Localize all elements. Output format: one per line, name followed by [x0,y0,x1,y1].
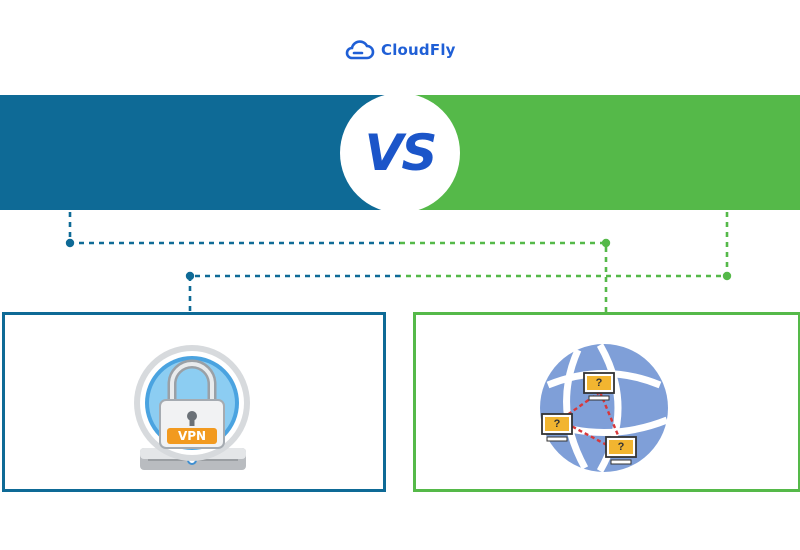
vpn-badge-text: VPN [177,429,207,443]
vpn-dot-bottom [185,271,195,281]
proxy-dot-bottom [722,271,732,281]
proxy-node-left [541,413,573,442]
vpn-title: VPN [125,30,235,84]
vpn-connector-green [400,241,608,312]
cloud-icon [345,40,375,60]
proxy-node-right-mark: ? [617,441,625,453]
cloudfly-logo: CloudFly [345,36,456,64]
proxy-box [413,312,800,492]
proxy-node-top-mark: ? [595,377,603,389]
proxy-dot-top [601,238,611,248]
vpn-dot-top [65,238,75,248]
logo-text: CloudFly [381,41,456,59]
proxy-title: PROXY [531,30,709,84]
proxy-banner [400,95,800,210]
vs-text: VS [364,124,438,182]
proxy-node-right [605,436,637,465]
vpn-banner [0,95,400,210]
vpn-box [2,312,386,492]
proxy-node-left-mark: ? [553,418,561,430]
proxy-node-top [583,372,615,401]
vs-badge [340,93,460,213]
